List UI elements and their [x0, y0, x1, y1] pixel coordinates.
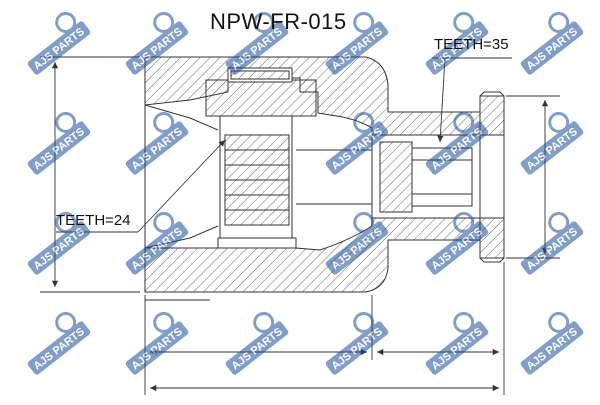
svg-text:AJS PARTS: AJS PARTS [129, 226, 184, 273]
teeth-outer-label: TEETH=35 [434, 36, 509, 53]
ajs-watermark-logo: AJS PARTS [420, 311, 494, 378]
svg-text:AJS PARTS: AJS PARTS [329, 326, 384, 373]
svg-text:AJS PARTS: AJS PARTS [31, 126, 86, 173]
ajs-watermark-logo: AJS PARTS [515, 211, 589, 278]
svg-text:AJS PARTS: AJS PARTS [229, 326, 284, 373]
ajs-watermark-logo: AJS PARTS [515, 11, 589, 78]
ajs-watermark-logo: AJS PARTS [220, 11, 294, 78]
ajs-watermark-logo: AJS PARTS [320, 311, 394, 378]
ajs-watermark-logo: AJS PARTS [320, 111, 394, 178]
ajs-watermark-logo: AJS PARTS [22, 111, 96, 178]
svg-text:AJS PARTS: AJS PARTS [129, 126, 184, 173]
ajs-watermark-logo: AJS PARTS [420, 11, 494, 78]
svg-text:AJS PARTS: AJS PARTS [524, 26, 579, 73]
svg-text:AJS PARTS: AJS PARTS [524, 226, 579, 273]
ajs-watermark-logo: AJS PARTS [120, 111, 194, 178]
svg-text:AJS PARTS: AJS PARTS [329, 226, 384, 273]
flange-outline [479, 91, 505, 263]
svg-text:AJS PARTS: AJS PARTS [31, 26, 86, 73]
ajs-watermark-logo: AJS PARTS [320, 211, 394, 278]
svg-text:AJS PARTS: AJS PARTS [524, 326, 579, 373]
stub-shaft [371, 134, 481, 219]
svg-text:AJS PARTS: AJS PARTS [31, 326, 86, 373]
svg-text:AJS PARTS: AJS PARTS [329, 126, 384, 173]
ajs-watermark-logo: AJS PARTS [420, 111, 494, 178]
svg-text:AJS PARTS: AJS PARTS [429, 226, 484, 273]
tripod-hub [205, 67, 317, 249]
ajs-watermark-logo: AJS PARTS [120, 211, 194, 278]
ajs-watermark-logo: AJS PARTS [22, 311, 96, 378]
ajs-watermark-logo: AJS PARTS [22, 211, 96, 278]
svg-text:AJS PARTS: AJS PARTS [429, 126, 484, 173]
svg-text:AJS PARTS: AJS PARTS [524, 126, 579, 173]
ajs-watermark-logo: AJS PARTS [420, 211, 494, 278]
svg-text:AJS PARTS: AJS PARTS [129, 326, 184, 373]
ajs-watermark-logo: AJS PARTS [320, 11, 394, 78]
teeth-inner-label: TEETH=24 [56, 212, 131, 229]
ajs-watermark-logo: AJS PARTS [120, 311, 194, 378]
ajs-watermark-logo: AJS PARTS [220, 311, 294, 378]
svg-text:AJS PARTS: AJS PARTS [429, 326, 484, 373]
part-number-title: NPW-FR-015 [210, 9, 347, 34]
ajs-watermark-logo: AJS PARTS [22, 11, 96, 78]
ajs-watermark-logo: AJS PARTS [515, 311, 589, 378]
ajs-watermark-logo: AJS PARTS [515, 111, 589, 178]
ajs-watermark-logo: AJS PARTS [120, 11, 194, 78]
svg-text:AJS PARTS: AJS PARTS [31, 226, 86, 273]
svg-text:AJS PARTS: AJS PARTS [129, 26, 184, 73]
